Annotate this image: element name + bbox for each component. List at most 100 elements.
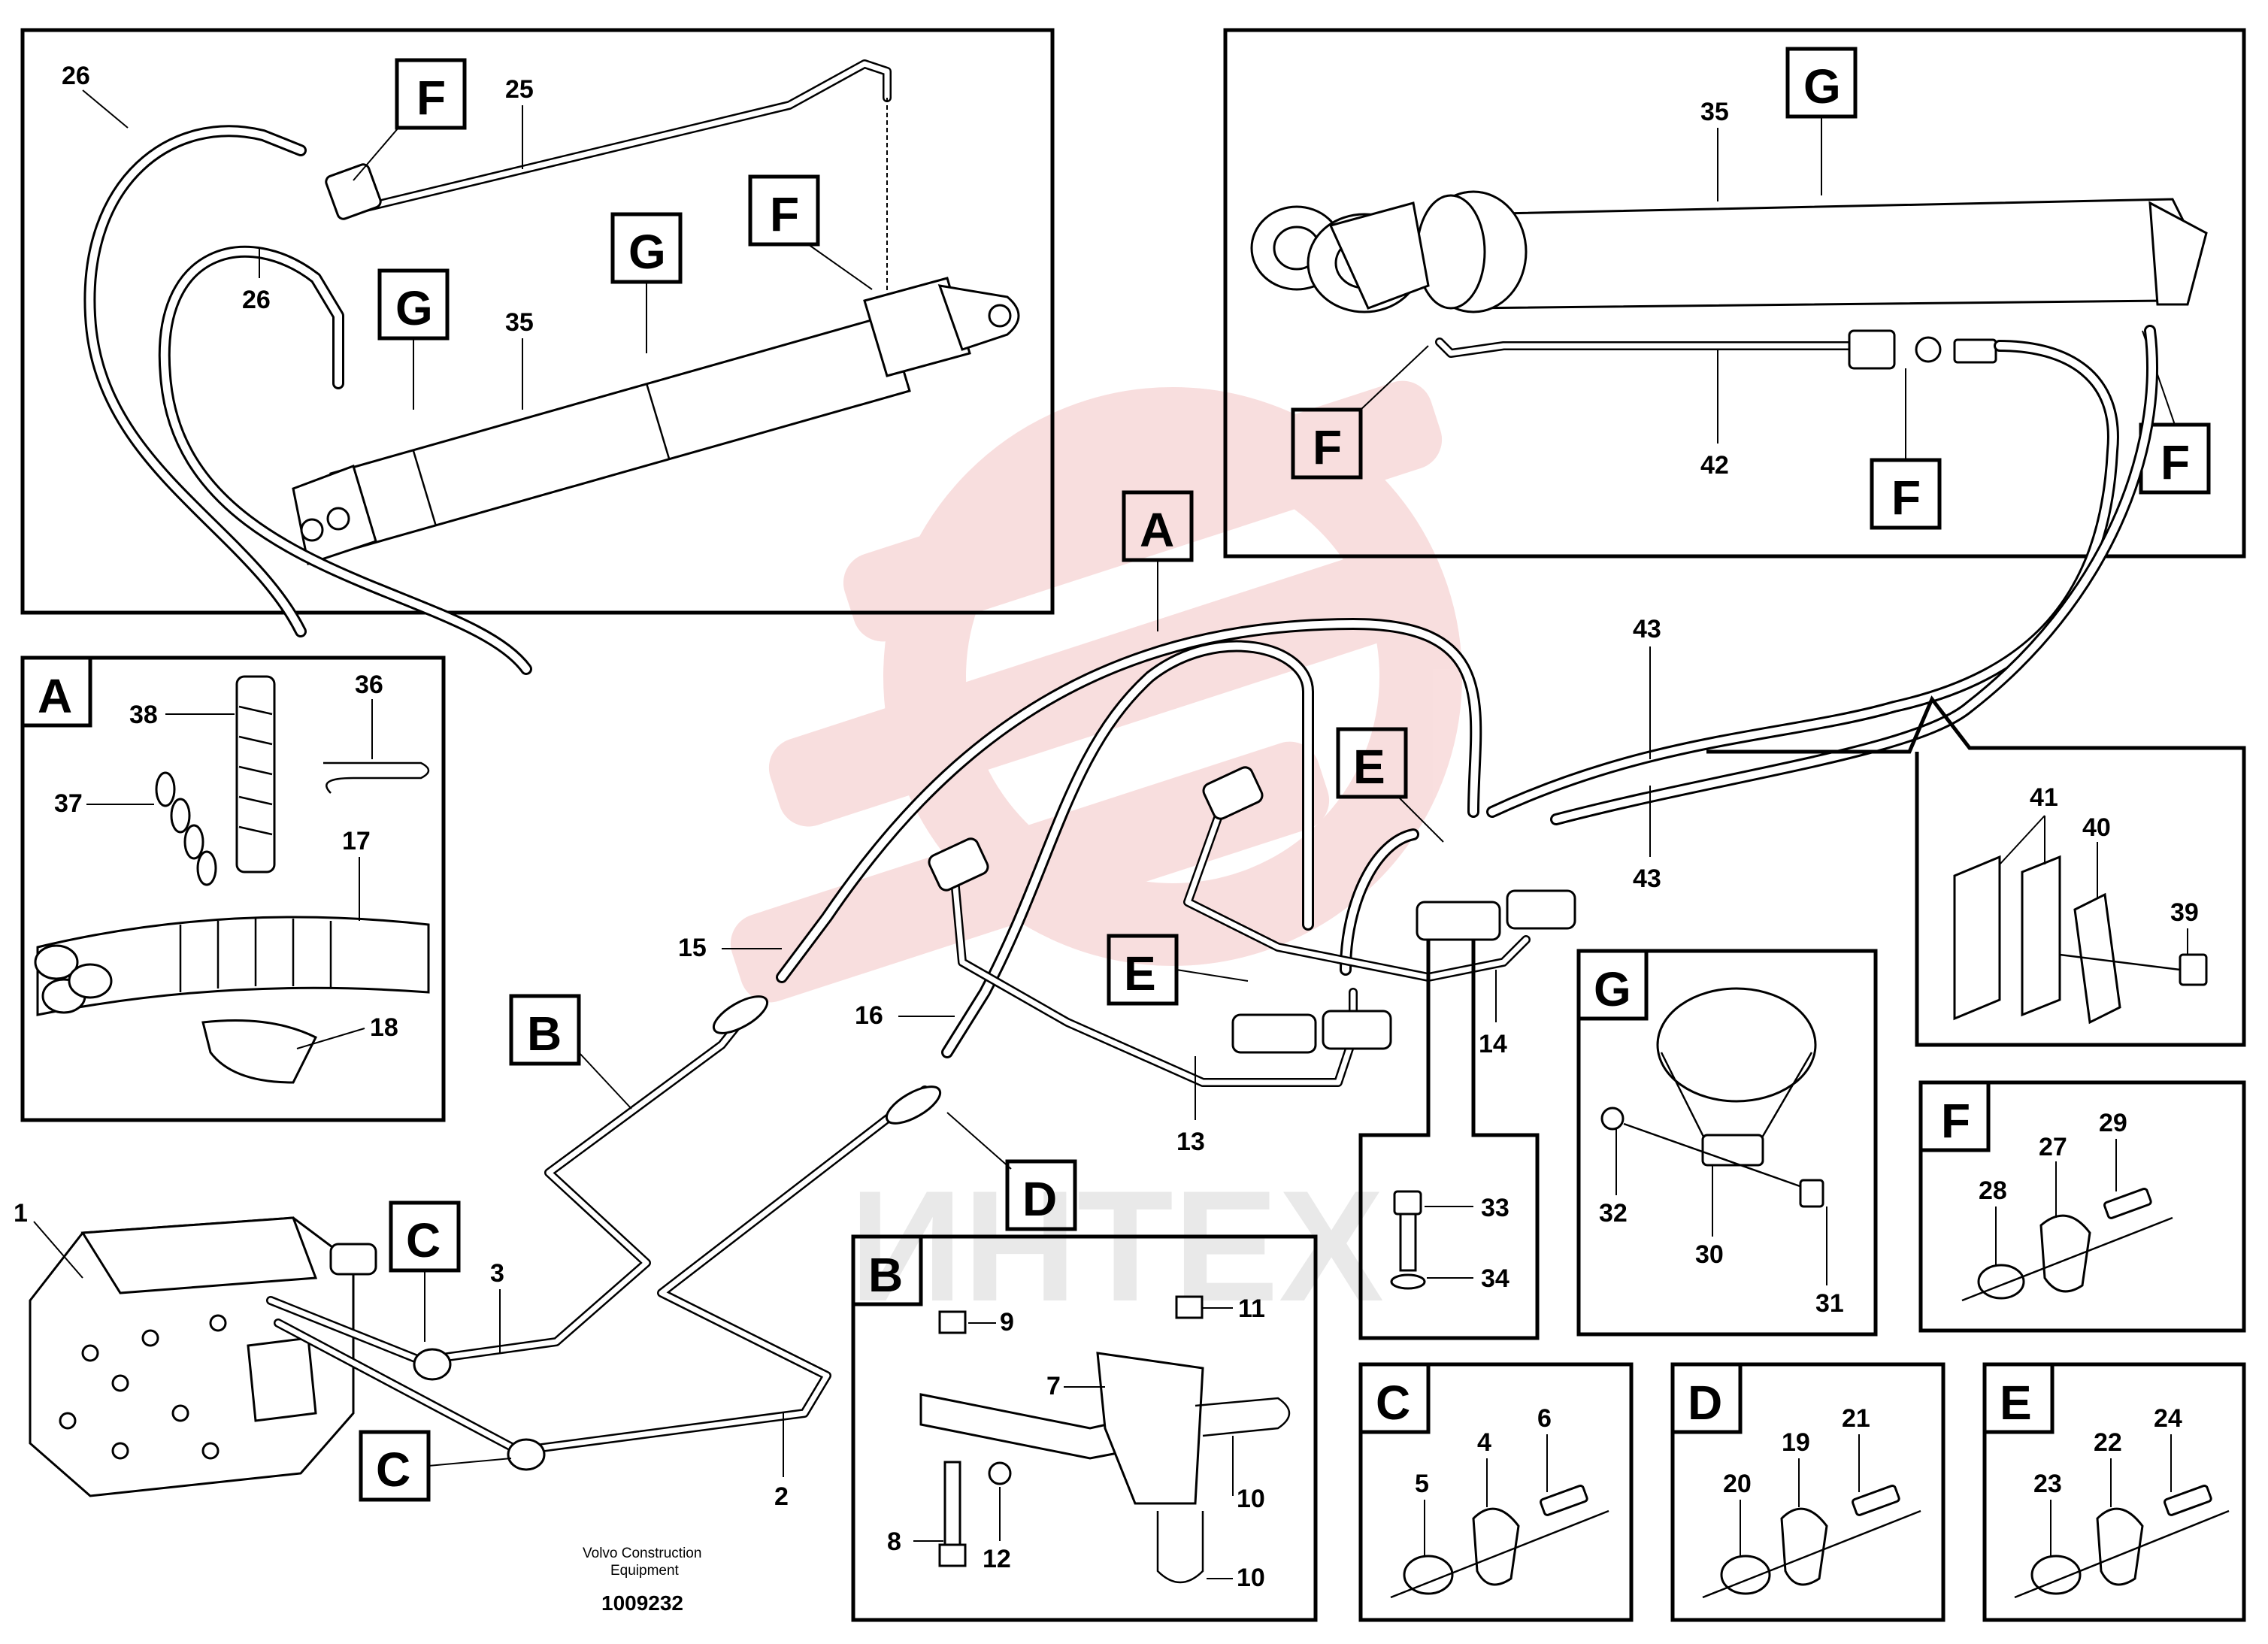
callout-14: 14 [1479, 1030, 1507, 1058]
tag-g: G [1785, 47, 1858, 195]
maker-line2: Equipment [610, 1563, 680, 1579]
inset-a: A [20, 655, 446, 1122]
callout-12: 12 [983, 1545, 1011, 1573]
tag-e: E [1107, 934, 1249, 1006]
callout-43: 43 [1633, 864, 1661, 893]
callout-27: 27 [2039, 1133, 2067, 1161]
tag-g: G [610, 212, 683, 353]
callout-40: 40 [2082, 813, 2111, 842]
callout-35: 35 [505, 308, 534, 337]
callout-1: 1 [14, 1199, 28, 1228]
tag-f: F [353, 58, 467, 181]
callout-39: 39 [2170, 898, 2199, 927]
callout-3: 3 [490, 1259, 504, 1288]
callout-9: 9 [1000, 1308, 1014, 1337]
inset-top-right-cylinder: 35 42 G F F F [1223, 28, 2246, 559]
callout-21: 21 [1842, 1404, 1870, 1433]
callout-32: 32 [1599, 1199, 1628, 1228]
svg-text:A: A [1140, 503, 1174, 557]
tag-f: F [1291, 345, 1429, 480]
callout-26: 26 [242, 286, 271, 314]
svg-text:F: F [1891, 471, 1921, 525]
callout-38: 38 [129, 701, 158, 729]
callout-42: 42 [1700, 451, 1729, 480]
callout-43: 43 [1633, 615, 1661, 643]
callout-33: 33 [1481, 1194, 1509, 1222]
inset-g-label: G [1594, 962, 1631, 1016]
inset-clamp-block: 41 40 39 [1706, 695, 2246, 1047]
chain-icon [155, 771, 217, 886]
callout-4: 4 [1477, 1428, 1491, 1457]
callout-7: 7 [1046, 1372, 1061, 1400]
svg-text:G: G [1803, 59, 1841, 114]
maker-line1: Volvo Construction [583, 1546, 701, 1561]
inset-c: C 5 4 6 [1358, 1362, 1634, 1622]
inset-a-label: A [38, 669, 72, 723]
callout-29: 29 [2099, 1109, 2127, 1137]
inset-f: F 28 27 29 [1918, 1080, 2246, 1333]
callout-26: 26 [62, 62, 90, 90]
callout-25: 25 [505, 75, 534, 104]
callout-15: 15 [678, 934, 707, 962]
svg-text:G: G [395, 281, 433, 335]
watermark: ИНТЕХ [730, 380, 1462, 1334]
callout-28: 28 [1979, 1176, 2007, 1205]
cylinder-right [1250, 190, 2208, 313]
svg-text:B: B [527, 1007, 562, 1061]
callout-20: 20 [1723, 1470, 1752, 1498]
tag-f: F [1870, 368, 1942, 530]
svg-text:E: E [1353, 740, 1385, 794]
svg-text:F: F [416, 71, 446, 125]
inset-f-label: F [1941, 1094, 1970, 1148]
inset-g: G 32 30 31 [1576, 949, 1878, 1337]
inset-b: B 9 11 7 8 12 10 10 [851, 1234, 1318, 1622]
svg-text:C: C [376, 1443, 410, 1497]
tag-a: A [1122, 490, 1194, 631]
inset-d-label: D [1688, 1376, 1722, 1430]
callout-5: 5 [1415, 1470, 1429, 1498]
callout-19: 19 [1782, 1428, 1810, 1457]
callout-36: 36 [355, 671, 383, 699]
svg-text:F: F [2161, 435, 2190, 489]
callout-31: 31 [1815, 1289, 1844, 1318]
inset-c-label: C [1376, 1376, 1410, 1430]
inset-e-label: E [2000, 1376, 2032, 1430]
svg-text:D: D [1022, 1172, 1057, 1226]
control-valve [29, 1216, 377, 1497]
svg-text:F: F [770, 187, 799, 241]
svg-text:F: F [1313, 420, 1342, 474]
cylinder-left [292, 277, 1020, 565]
svg-text:E: E [1124, 946, 1156, 1001]
hose-bundle-icon [34, 916, 430, 1016]
tag-c: C [389, 1200, 461, 1342]
callout-41: 41 [2030, 783, 2058, 812]
document-number: 1009232 [601, 1591, 683, 1615]
inset-top-left-cylinder: 26 26 25 35 F G G F [20, 28, 1055, 675]
callout-13: 13 [1176, 1128, 1205, 1156]
inset-b-label: B [868, 1248, 903, 1302]
callout-24: 24 [2154, 1404, 2182, 1433]
callout-23: 23 [2033, 1470, 2062, 1498]
inset-d: D 20 19 21 [1670, 1362, 1946, 1622]
tag-e: E [1336, 727, 1444, 843]
tag-g: G [377, 268, 450, 410]
inset-bolts: 33 34 [1358, 940, 1540, 1340]
callout-2: 2 [774, 1482, 789, 1511]
callout-6: 6 [1537, 1404, 1552, 1433]
watermark-text: ИНТЕХ [849, 1158, 1384, 1334]
callout-37: 37 [54, 789, 83, 818]
main-assembly: 1 [14, 325, 2158, 1615]
callout-8: 8 [887, 1527, 901, 1556]
svg-text:G: G [628, 225, 666, 279]
callout-30: 30 [1695, 1240, 1724, 1269]
callout-16: 16 [855, 1001, 883, 1030]
callout-10: 10 [1237, 1485, 1265, 1513]
callout-10: 10 [1237, 1564, 1265, 1592]
tag-c: C [359, 1430, 512, 1502]
callout-11: 11 [1238, 1294, 1265, 1323]
svg-text:C: C [406, 1213, 441, 1267]
callout-34: 34 [1481, 1264, 1509, 1293]
inset-e: E 23 22 24 [1982, 1362, 2246, 1622]
callout-17: 17 [342, 827, 371, 855]
